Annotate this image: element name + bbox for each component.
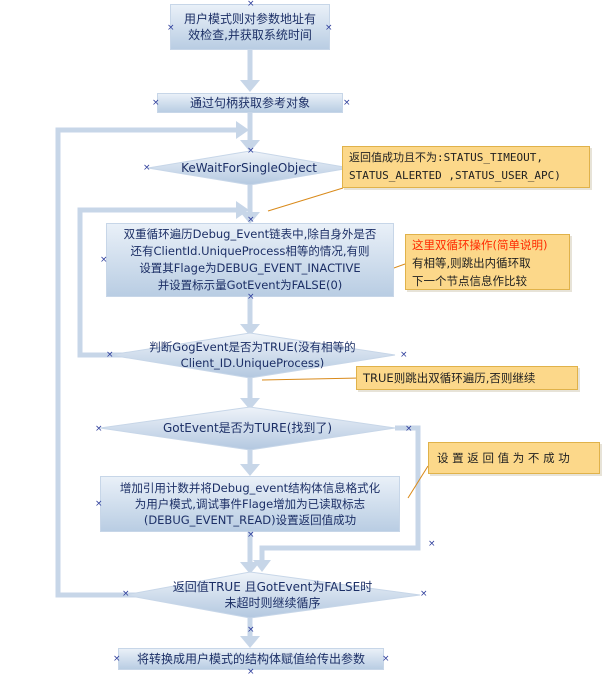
flow-arrowhead-6 (240, 464, 260, 476)
flow-arrowhead-7 (240, 562, 260, 574)
node-n2: 通过句柄获取参考对象 (157, 93, 343, 113)
handle-mark: × (106, 350, 114, 360)
handle-mark: × (382, 654, 390, 664)
node-n3-label: KeWaitForSingleObject (181, 161, 317, 175)
node-n6-shape (99, 406, 396, 451)
callout-line-3 (261, 377, 361, 381)
not-found-branch-line (259, 425, 421, 566)
handle-mark: × (247, 667, 255, 676)
handle-mark: × (152, 98, 160, 108)
handle-mark: × (325, 23, 333, 33)
node-n4: 双重循环遍历Debug_Event链表中,除自身外是否 还有ClientId.U… (106, 223, 394, 297)
handle-mark: × (400, 350, 408, 360)
node-n8-shape (124, 571, 421, 619)
callout-line-1 (267, 187, 344, 212)
note-double-loop-title: 这里双循环操作(简单说明) (412, 238, 548, 252)
handle-mark: × (100, 255, 108, 265)
handle-mark: × (247, 292, 255, 302)
handle-mark: × (95, 499, 103, 509)
flow-arrowhead-2 (240, 140, 260, 152)
handle-mark: × (343, 98, 351, 108)
note-double-loop: 这里双循环操作(简单说明) 有相等,则跳出内循环取 下一个节点信息作比较 (405, 234, 570, 290)
flow-arrowhead-4 (240, 324, 260, 336)
node-n9: 将转换成用户模式的结构体赋值给传出参数 (118, 648, 384, 670)
outer-loop-arrowhead (236, 121, 249, 139)
flow-arrowhead-5 (240, 398, 260, 410)
handle-mark: × (247, 146, 255, 156)
node-n6-label: GotEvent是否为TURE(找到了) (162, 421, 333, 435)
handle-mark: × (247, 215, 255, 225)
note-return-value: 返回值成功且不为:STATUS_TIMEOUT, STATUS_ALERTED … (342, 146, 590, 188)
handle-mark: × (405, 424, 413, 434)
handle-mark: × (167, 23, 175, 33)
callout-line-4 (407, 465, 429, 499)
handle-mark: × (247, 0, 255, 9)
handle-mark: × (247, 625, 255, 635)
note-set-failure: 设 置 返 回 值 为 不 成 功 (428, 442, 600, 474)
node-n8-label: 返回值TRUE 且GotEvent为FALSE时未超时则继续循序 (172, 580, 373, 610)
handle-mark: × (420, 589, 428, 599)
outer-loop-line (55, 127, 242, 598)
handle-mark: × (428, 539, 436, 549)
flow-arrowhead-8 (240, 636, 260, 648)
handle-mark: × (143, 163, 151, 173)
handle-mark: × (247, 530, 255, 540)
node-n7: 增加引用计数并将Debug_event结构体信息格式化 为用户模式,调试事件Fl… (100, 476, 400, 532)
node-n1: 用户模式则对参数地址有效检查,并获取系统时间 (170, 4, 330, 50)
handle-mark: × (95, 424, 103, 434)
flow-arrowhead-1 (240, 80, 260, 92)
not-found-arrowhead (253, 560, 271, 572)
handle-mark: × (122, 589, 130, 599)
handle-mark: × (113, 654, 121, 664)
flow-arrowhead-3 (240, 212, 260, 224)
note-true-break: TRUE则跳出双循环遍历,否则继续 (356, 366, 578, 390)
inner-loop-arrowhead (236, 201, 249, 219)
node-n5-shape (109, 332, 396, 379)
